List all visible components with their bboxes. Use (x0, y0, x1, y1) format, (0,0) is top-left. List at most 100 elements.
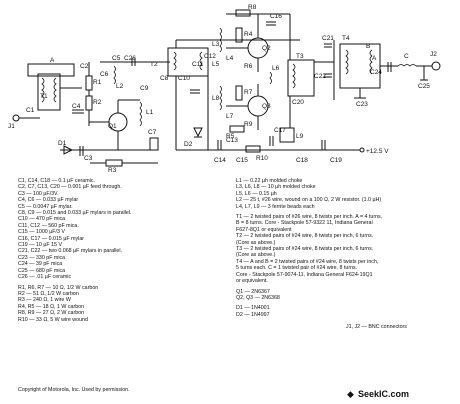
capacitor-c7 (149, 137, 159, 151)
site-logo-icon: ◆ (347, 389, 354, 399)
copyright-note: Copyright of Motorola, Inc. Used by perm… (18, 387, 130, 393)
note-line: (Core as above.) (236, 252, 276, 259)
label-c7: C7 (148, 129, 157, 136)
label-b: B (366, 43, 370, 50)
label-l1: L1 (146, 109, 154, 116)
inductor-l1 (139, 101, 142, 127)
site-watermark: SeekIC.com (358, 389, 410, 399)
label-c14: C14 (214, 157, 226, 164)
note-line: L5, L6 — 0.15 µh (236, 190, 277, 197)
note-line: C19 — 10 µF 15 V (18, 242, 62, 249)
note-line: T4 — A and B = 2 twisted pairs of #24 wi… (236, 258, 379, 265)
label-c5: C5 (112, 55, 121, 62)
resistor-r5 (229, 125, 245, 133)
inductor-l8 (219, 85, 222, 111)
note-line: D2 — 1N4997 (236, 311, 270, 318)
label-r2: R2 (93, 99, 102, 106)
note-line: L3, L6, L8 — 10 µh molded choke (236, 184, 316, 191)
note-line: C4, C6 — 0.033 µF mylar (18, 197, 79, 204)
input-section (12, 58, 170, 167)
note-line: L4, L7, L9 — 3 ferrite beads each (236, 203, 315, 210)
label-c23: C23 (356, 101, 368, 108)
resistor-r3 (105, 159, 123, 167)
label-q1: Q1 (108, 123, 117, 130)
label-c: C (404, 53, 409, 60)
note-line: R8, R9 — 27 Ω, 2 W carbon (18, 310, 85, 317)
note-line: C10 — 470 pF mica (18, 216, 66, 223)
label-c13: C13 (226, 137, 238, 144)
label-r9: R9 (244, 121, 253, 128)
note-line: R1, R6, R7 — 10 Ω, 1/2 W carbon (18, 284, 99, 291)
label-j1: J1 (8, 123, 15, 130)
note-line: or equivalent. (236, 278, 268, 285)
label-l3: L3 (212, 41, 220, 48)
label-supply: +12.5 V (366, 148, 389, 155)
label-t4: T4 (342, 35, 350, 42)
inductor-l3 (219, 27, 222, 53)
label-c8: C8 (160, 75, 169, 82)
note-line: Q2, Q3 — 2N6368 (236, 294, 280, 301)
note-line: C21, C22 — two 0.068 µF mylars in parall… (18, 248, 123, 255)
note-line: B = 8 turns. Core - Stackpole 57-9322 11… (236, 220, 373, 227)
label-d1: D1 (58, 140, 67, 147)
output-section (217, 9, 360, 153)
label-t1: T1 (40, 93, 48, 100)
note-line: C2, C7, C13, C20 — 0.001 µF feed through… (18, 184, 122, 191)
label-r6: R6 (244, 63, 253, 70)
note-line: C25 — 680 pF mica (18, 267, 66, 274)
resistor-r7 (235, 85, 243, 101)
interstage-section (167, 39, 330, 151)
label-c4: C4 (72, 103, 81, 110)
note-line: C8, C9 — 0.015 and 0.033 µF mylars in pa… (18, 210, 132, 217)
diode-d1 (63, 145, 74, 155)
note-line: R4, R5 — 18 Ω, 1 W carbon (18, 303, 85, 310)
label-c11: C11 (192, 61, 204, 68)
label-l8: L8 (212, 95, 220, 102)
label-r3: R3 (108, 167, 117, 174)
resistor-r10 (245, 145, 261, 153)
note-line: C1, C14, C18 — 0.1 µF ceramic. (18, 178, 95, 184)
label-c20: C20 (292, 99, 304, 106)
resistor-r8 (235, 9, 251, 17)
label-c18: C18 (296, 157, 308, 164)
resistor-r4 (235, 27, 243, 43)
note-line: T2 — 2 twisted pairs of #24 wire, 8 twis… (236, 233, 374, 240)
label-c22: C22 (314, 73, 326, 80)
label-l4: L4 (226, 55, 234, 62)
note-line: F627-8Q1 or equivalent (236, 226, 292, 233)
connector-j1 (12, 114, 20, 122)
note-line: C5 — 0.0047 µF mylar. (18, 203, 73, 210)
note-line: C23 — 330 pF mica (18, 254, 66, 261)
transformer-c (397, 64, 417, 67)
label-c26: C26 (124, 55, 136, 62)
label-d2: D2 (184, 141, 193, 148)
note-line: L1 — 0.22 µh molded choke (236, 178, 303, 184)
label-c16: C16 (270, 13, 282, 20)
label-c6: C6 (100, 71, 109, 78)
supply-terminal (359, 147, 365, 153)
label-r7: R7 (244, 89, 253, 96)
label-r5: R5 (226, 133, 235, 140)
note-line: T1 — 2 twisted pairs of #26 wire, 8 twis… (236, 214, 383, 221)
transformer-a (27, 63, 75, 77)
label-r4: R4 (244, 31, 253, 38)
label-c15: C15 (236, 157, 248, 164)
component-list-left: C1, C14, C18 — 0.1 µF ceramic.C2, C7, C1… (18, 178, 223, 323)
label-l2: L2 (116, 83, 124, 90)
note-line: Q1 — 2N6367 (236, 288, 270, 295)
resistor-r1 (85, 75, 93, 91)
inductor-l9 (279, 127, 295, 143)
label-r8: R8 (248, 4, 257, 11)
note-line: 5 turns each. C = 1 twisted pair of #24 … (236, 265, 358, 272)
resistor-r2 (85, 95, 93, 111)
label-a2: A (372, 55, 377, 62)
circuit-schematic: A T1 J1 C1 C2 C3 C4 C5 C6 C26 R1 R2 R3 L… (8, 4, 441, 174)
label-q2: Q2 (262, 45, 271, 52)
note-line: R2 — 51 Ω, 1/2 W carbon (18, 290, 79, 297)
note-line: R10 — 33 Ω, 5 W wire wound (18, 316, 88, 323)
note-line: D1 — 1N4001 (236, 305, 270, 312)
label-c1: C1 (26, 107, 35, 114)
label-l7: L7 (226, 113, 234, 120)
note-line: L2 — 25 t, #26 wire, wound on a 100 Ω, 2… (236, 197, 382, 204)
